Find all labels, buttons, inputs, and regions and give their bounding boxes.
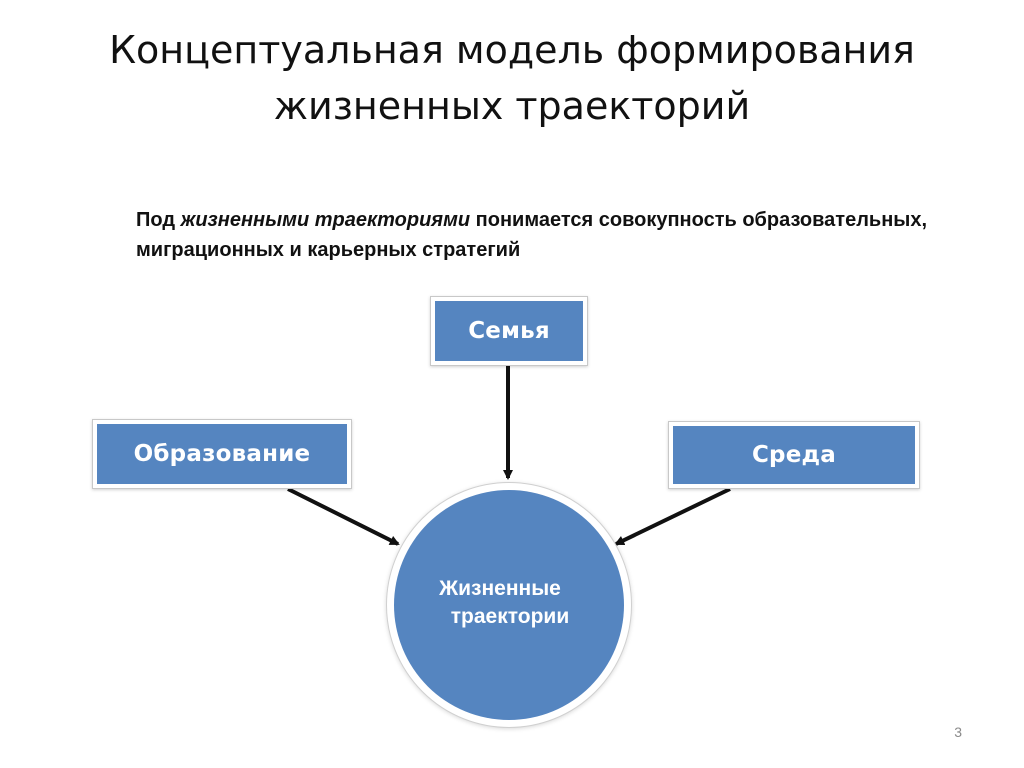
center-label-line2: траектории: [450, 605, 570, 628]
arrow-environment-to-center: [614, 487, 731, 546]
family-box: Семья: [430, 296, 588, 366]
arrow-education-to-center: [287, 487, 400, 546]
center-circle: [386, 482, 632, 728]
environment-label: Среда: [673, 426, 915, 484]
slide-title: Концептуальная модель формирования жизне…: [109, 28, 915, 128]
family-label: Семья: [435, 301, 583, 361]
definition-suffix: понимается совокупность образовательных,…: [136, 209, 928, 261]
environment-box: Среда: [668, 421, 920, 489]
center-label: Жизненные траектории: [400, 575, 620, 631]
definition-emphasis: жизненными траекториями: [180, 209, 471, 231]
center-circle-fill: [394, 490, 624, 720]
page-number: 3: [954, 724, 962, 740]
education-label: Образование: [97, 424, 347, 484]
education-box: Образование: [92, 419, 352, 489]
definition-prefix: Под: [136, 209, 181, 231]
center-label-line1: Жизненные: [439, 577, 561, 600]
definition-text: Под жизненными траекториями понимается с…: [136, 205, 936, 265]
